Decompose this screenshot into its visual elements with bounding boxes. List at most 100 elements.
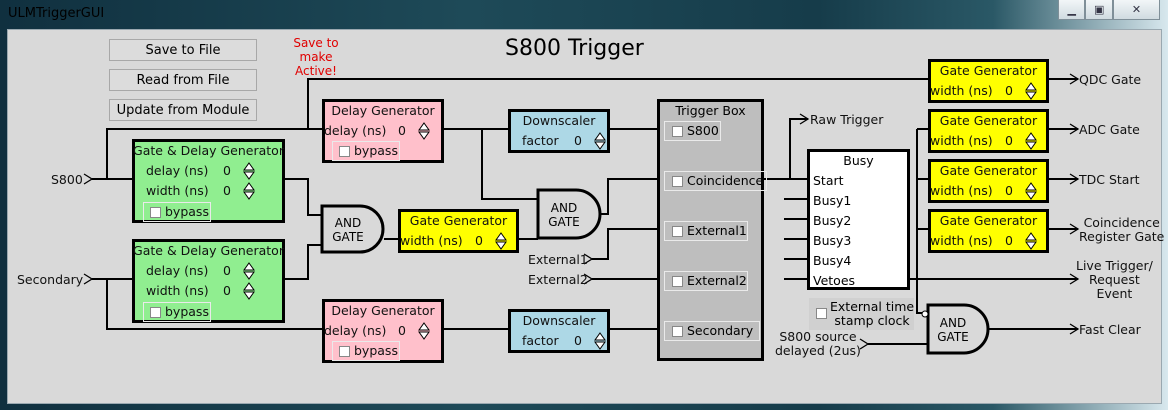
checkbox-box[interactable] (672, 176, 683, 187)
factor-spinner[interactable] (594, 132, 606, 150)
input-label-s800-delayed: S800 source delayed (2us) (775, 330, 861, 358)
trigger-checkbox-external1[interactable]: External1 (664, 221, 748, 241)
busy-input-busy1: Busy1 (813, 193, 852, 208)
arrow-icon (83, 273, 94, 285)
read-from-file-button[interactable]: Read from File (109, 69, 257, 91)
width-spinner[interactable] (1025, 82, 1037, 100)
wire (307, 78, 928, 129)
factor-value[interactable]: 0 (574, 333, 582, 348)
delay-spinner[interactable] (243, 162, 255, 180)
box-title: Gate Generator (409, 213, 508, 228)
gate-generator-coinc-register: Gate Generator width (ns) 0 (928, 209, 1049, 253)
width-value[interactable]: 0 (1005, 233, 1013, 248)
delay-spinner[interactable] (243, 262, 255, 280)
and-gate-label: GATE (548, 215, 580, 229)
delay-label: delay (ns) (324, 123, 387, 138)
input-label-external2: External2 (528, 272, 588, 287)
arrow-icon (583, 273, 594, 285)
box-title: Gate Generator (939, 213, 1038, 228)
width-spinner[interactable] (243, 282, 255, 300)
delay-value[interactable]: 0 (398, 123, 406, 138)
checkbox-box[interactable] (672, 226, 683, 237)
wire (789, 118, 808, 179)
external-clock-checkbox[interactable]: External time stamp clock (809, 298, 914, 330)
label-line: External time (830, 299, 915, 314)
arrow-icon (1069, 223, 1080, 235)
box-title: Downscaler (522, 313, 596, 328)
factor-spinner[interactable] (594, 332, 606, 350)
width-value[interactable]: 0 (475, 233, 483, 248)
and-gate-shape (320, 204, 385, 254)
trigger-checkbox-secondary[interactable]: Secondary (664, 321, 760, 341)
wire (592, 228, 657, 260)
checkbox-box[interactable] (339, 146, 350, 157)
and-gate-label: GATE (332, 230, 364, 244)
trigger-checkbox-external2[interactable]: External2 (664, 271, 748, 291)
width-spinner[interactable] (1025, 232, 1037, 250)
delay-spinner[interactable] (418, 122, 430, 140)
width-value[interactable]: 0 (223, 183, 231, 198)
width-value[interactable]: 0 (1005, 183, 1013, 198)
busy-title: Busy (843, 153, 874, 168)
trigger-checkbox-s800[interactable]: S800 (664, 121, 721, 141)
trigger-checkbox-coincidence[interactable]: Coincidence (664, 171, 767, 191)
arrow-icon (859, 338, 870, 350)
minimize-button[interactable]: ▁ (1058, 0, 1086, 20)
checkbox-box[interactable] (672, 326, 683, 337)
gate-generator-qdc: Gate Generator width (ns) 0 (928, 59, 1049, 103)
delay-value[interactable]: 0 (398, 323, 406, 338)
checkbox-box[interactable] (672, 126, 683, 137)
save-to-file-button[interactable]: Save to File (109, 39, 257, 61)
bypass-checkbox[interactable]: bypass (332, 141, 400, 161)
delay-value[interactable]: 0 (223, 163, 231, 178)
wire (284, 178, 322, 216)
wire (284, 244, 322, 280)
arrow-icon (1069, 123, 1080, 135)
width-value[interactable]: 0 (1005, 83, 1013, 98)
width-value[interactable]: 0 (1005, 133, 1013, 148)
and-gate-label: AND (334, 216, 362, 230)
label-line: Live Trigger/ (1076, 258, 1153, 273)
inverter-bubble (921, 310, 929, 318)
delay-spinner[interactable] (418, 322, 430, 340)
width-spinner[interactable] (1025, 182, 1037, 200)
gate-delay-generator-s800: Gate & Delay Generator delay (ns) 0 widt… (132, 139, 285, 223)
bypass-label: bypass (354, 343, 398, 358)
width-spinner[interactable] (243, 182, 255, 200)
bypass-label: bypass (354, 143, 398, 158)
bypass-checkbox[interactable]: bypass (332, 341, 400, 361)
bypass-checkbox[interactable]: bypass (143, 302, 211, 322)
factor-value[interactable]: 0 (574, 133, 582, 148)
close-button[interactable]: ✕ (1112, 0, 1160, 20)
maximize-button[interactable]: ▣ (1085, 0, 1113, 20)
trigger-box-title: Trigger Box (675, 103, 746, 118)
box-title: Gate Generator (939, 113, 1038, 128)
checkbox-label: S800 (687, 123, 719, 138)
minimize-icon: ▁ (1067, 3, 1076, 16)
title-bar[interactable]: ULMTriggerGUI ▁ ▣ ✕ (0, 0, 1168, 28)
factor-label: factor (522, 333, 559, 348)
bypass-checkbox[interactable]: bypass (143, 202, 211, 222)
factor-label: factor (522, 133, 559, 148)
width-value[interactable]: 0 (223, 283, 231, 298)
width-spinner[interactable] (495, 232, 507, 250)
box-title: Delay Generator (331, 103, 435, 118)
trigger-box: Trigger Box S800 Coincidence External1 E… (657, 99, 767, 361)
checkbox-box[interactable] (816, 308, 827, 319)
checkbox-box[interactable] (339, 346, 350, 357)
checkbox-box[interactable] (150, 307, 161, 318)
save-warning-line: make Active! (295, 50, 337, 78)
checkbox-box[interactable] (672, 276, 683, 287)
save-warning-line: Save to (293, 36, 339, 50)
window-title: ULMTriggerGUI (8, 6, 105, 21)
delay-label: delay (ns) (146, 263, 209, 278)
checkbox-box[interactable] (150, 207, 161, 218)
delay-generator-2: Delay Generator delay (ns) 0 bypass (322, 299, 444, 363)
delay-value[interactable]: 0 (223, 263, 231, 278)
update-from-module-button[interactable]: Update from Module (109, 99, 257, 121)
width-spinner[interactable] (1025, 132, 1037, 150)
box-title: Gate & Delay Generator (133, 243, 284, 258)
width-label: width (ns) (930, 183, 993, 198)
label-line: Register Gate (1079, 229, 1165, 244)
arrow-icon (1069, 323, 1080, 335)
